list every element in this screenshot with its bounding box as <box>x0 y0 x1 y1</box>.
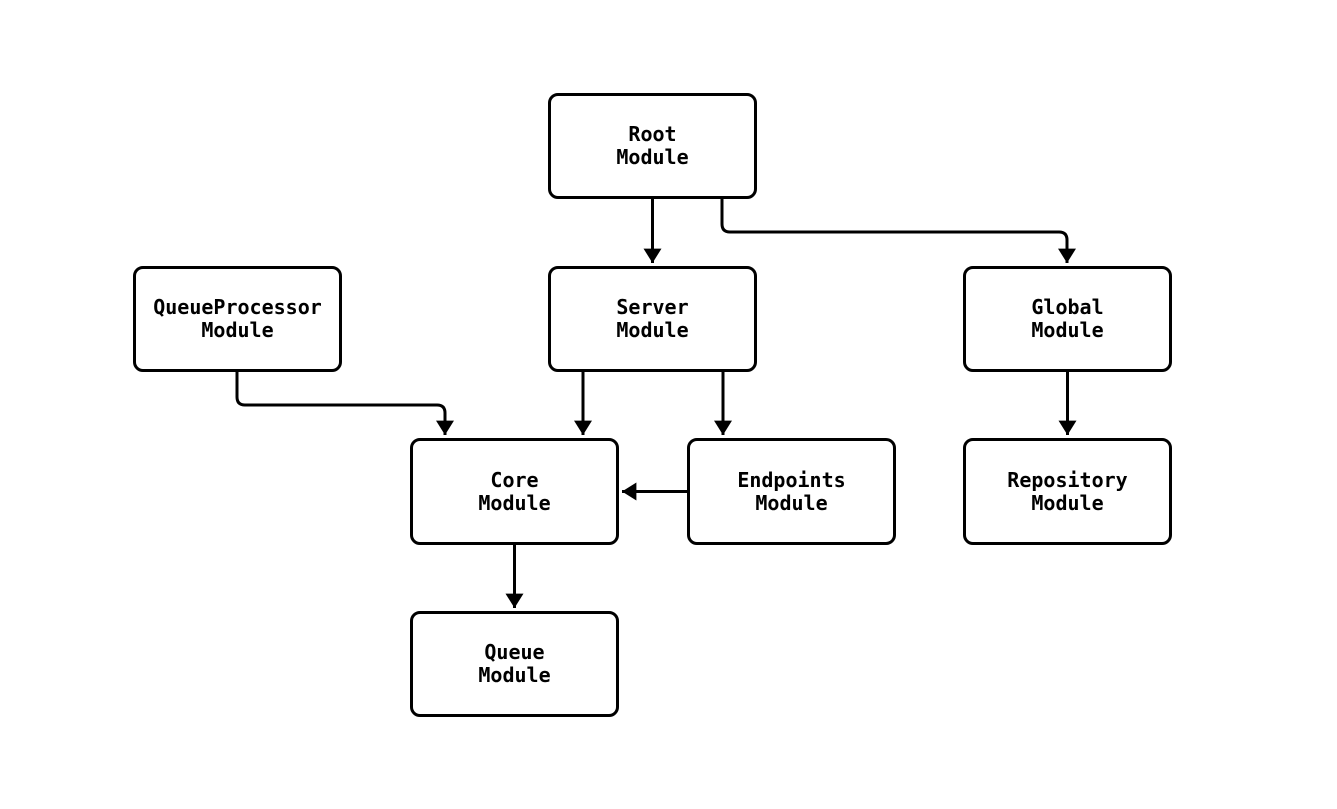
node-label-line: Repository <box>1007 467 1128 492</box>
node-label-line: Module <box>755 490 828 515</box>
node-global-module: Global Module <box>963 266 1172 372</box>
node-label-line: QueueProcessor <box>153 295 322 319</box>
node-label-line: Global <box>1031 295 1104 319</box>
node-label-line: Module <box>478 663 551 687</box>
node-repository-module: Repository Module <box>963 438 1172 545</box>
node-label-line: Module <box>1031 490 1104 515</box>
node-label-line: Module <box>478 490 551 515</box>
node-label-line: Queue <box>484 640 545 664</box>
node-queueprocessor-module: QueueProcessor Module <box>133 266 342 372</box>
node-label-line: Server <box>616 295 689 319</box>
node-label-line: Module <box>1031 318 1104 342</box>
edge-queueprocessor-to-core <box>235 372 454 435</box>
node-label-line: Module <box>616 318 689 342</box>
node-root-module: Root Module <box>548 93 757 199</box>
node-label-line: Module <box>616 145 689 169</box>
node-endpoints-module: Endpoints Module <box>687 438 896 545</box>
node-queue-module: Queue Module <box>410 611 619 717</box>
node-label-line: Core <box>490 467 539 492</box>
node-label-line: Module <box>201 318 274 342</box>
node-label-line: Endpoints <box>737 467 846 492</box>
node-core-module: Core Module <box>410 438 619 545</box>
node-label-line: Root <box>628 122 677 146</box>
edge-root-to-global <box>720 199 1076 263</box>
node-server-module: Server Module <box>548 266 757 372</box>
